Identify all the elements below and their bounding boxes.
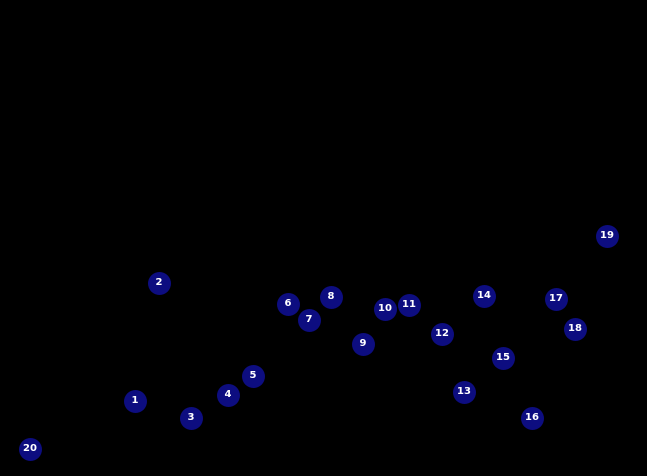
node-label: 11	[402, 299, 416, 310]
node-label: 3	[187, 412, 195, 423]
node-label: 18	[568, 323, 582, 334]
node-label: 14	[477, 290, 491, 301]
node-label: 20	[23, 443, 37, 454]
node-marker[interactable]: 15	[491, 346, 515, 370]
node-marker[interactable]: 3	[179, 406, 203, 430]
node-marker[interactable]: 14	[472, 284, 496, 308]
node-label: 15	[496, 352, 510, 363]
node-label: 2	[155, 277, 163, 288]
node-marker[interactable]: 7	[297, 308, 321, 332]
node-marker[interactable]: 13	[452, 380, 476, 404]
node-label: 10	[378, 303, 392, 314]
node-marker[interactable]: 12	[430, 322, 454, 346]
node-marker[interactable]: 6	[276, 292, 300, 316]
node-marker[interactable]: 10	[373, 297, 397, 321]
node-label: 19	[600, 230, 614, 241]
node-marker[interactable]: 2	[147, 271, 171, 295]
node-marker[interactable]: 5	[241, 364, 265, 388]
node-label: 9	[359, 338, 367, 349]
node-marker[interactable]: 11	[397, 293, 421, 317]
node-marker[interactable]: 18	[563, 317, 587, 341]
node-label: 17	[549, 293, 563, 304]
node-marker[interactable]: 19	[595, 224, 619, 248]
node-marker[interactable]: 17	[544, 287, 568, 311]
node-label: 8	[327, 291, 335, 302]
node-label: 7	[305, 314, 313, 325]
node-label: 4	[224, 389, 232, 400]
node-marker[interactable]: 8	[319, 285, 343, 309]
node-marker[interactable]: 20	[18, 437, 42, 461]
node-label: 1	[131, 395, 139, 406]
node-marker[interactable]: 16	[520, 406, 544, 430]
node-label: 5	[249, 370, 257, 381]
node-marker[interactable]: 1	[123, 389, 147, 413]
node-marker[interactable]: 4	[216, 383, 240, 407]
node-label: 16	[525, 412, 539, 423]
node-label: 12	[435, 328, 449, 339]
node-label: 13	[457, 386, 471, 397]
node-marker[interactable]: 9	[351, 332, 375, 356]
node-label: 6	[284, 298, 292, 309]
